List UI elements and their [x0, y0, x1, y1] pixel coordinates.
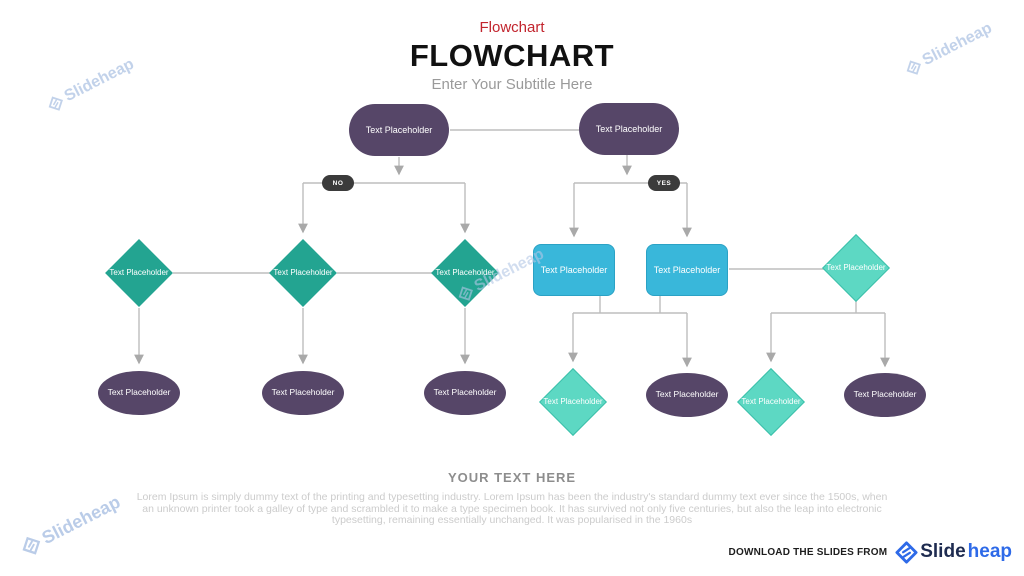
no-badge-label: NO — [332, 179, 344, 187]
body-paragraph: Lorem Ipsum is simply dummy text of the … — [136, 491, 888, 526]
process-node-1: Text Placeholder — [533, 244, 615, 296]
node-label: Text Placeholder — [853, 389, 917, 400]
node-label: Text Placeholder — [741, 396, 801, 406]
node-label: Text Placeholder — [109, 267, 169, 277]
brand-text-slide: Slide — [920, 541, 966, 562]
decision-node-4: Text Placeholder — [822, 234, 890, 302]
decision-node-3: Text Placeholder — [431, 239, 499, 307]
node-label: Text Placeholder — [365, 124, 433, 135]
node-label: Text Placeholder — [273, 267, 333, 277]
node-label: Text Placeholder — [540, 264, 608, 275]
slide-subtitle: Enter Your Subtitle Here — [431, 76, 593, 93]
yes-badge-label: YES — [656, 179, 672, 187]
slide-eyebrow: Flowchart — [479, 19, 545, 36]
decision-node-1: Text Placeholder — [105, 239, 173, 307]
yes-badge: YES — [648, 175, 680, 191]
process-node-2: Text Placeholder — [646, 244, 728, 296]
download-cta-text[interactable]: DOWNLOAD THE SLIDES FROM — [728, 546, 888, 558]
start-node-left: Text Placeholder — [349, 104, 449, 156]
end-node-1: Text Placeholder — [98, 371, 180, 415]
node-label: Text Placeholder — [543, 396, 603, 406]
node-label: Text Placeholder — [271, 387, 335, 398]
node-label: Text Placeholder — [655, 389, 719, 400]
slideheap-logo-icon — [895, 540, 918, 564]
end-node-5: Text Placeholder — [844, 373, 926, 417]
node-label: Text Placeholder — [653, 264, 721, 275]
node-label: Text Placeholder — [433, 387, 497, 398]
decision-node-2: Text Placeholder — [269, 239, 337, 307]
end-node-3: Text Placeholder — [424, 371, 506, 415]
brand-text-heap: heap — [967, 541, 1012, 562]
decision-node-6: Text Placeholder — [737, 368, 805, 436]
body-heading: YOUR TEXT HERE — [447, 470, 577, 485]
node-label: Text Placeholder — [826, 262, 886, 272]
node-label: Text Placeholder — [435, 267, 495, 277]
node-label: Text Placeholder — [595, 123, 663, 134]
end-node-4: Text Placeholder — [646, 373, 728, 417]
start-node-right: Text Placeholder — [579, 103, 679, 155]
no-badge: NO — [322, 175, 354, 191]
decision-node-5: Text Placeholder — [539, 368, 607, 436]
node-label: Text Placeholder — [107, 387, 171, 398]
slide-title: FLOWCHART — [409, 38, 615, 73]
end-node-2: Text Placeholder — [262, 371, 344, 415]
